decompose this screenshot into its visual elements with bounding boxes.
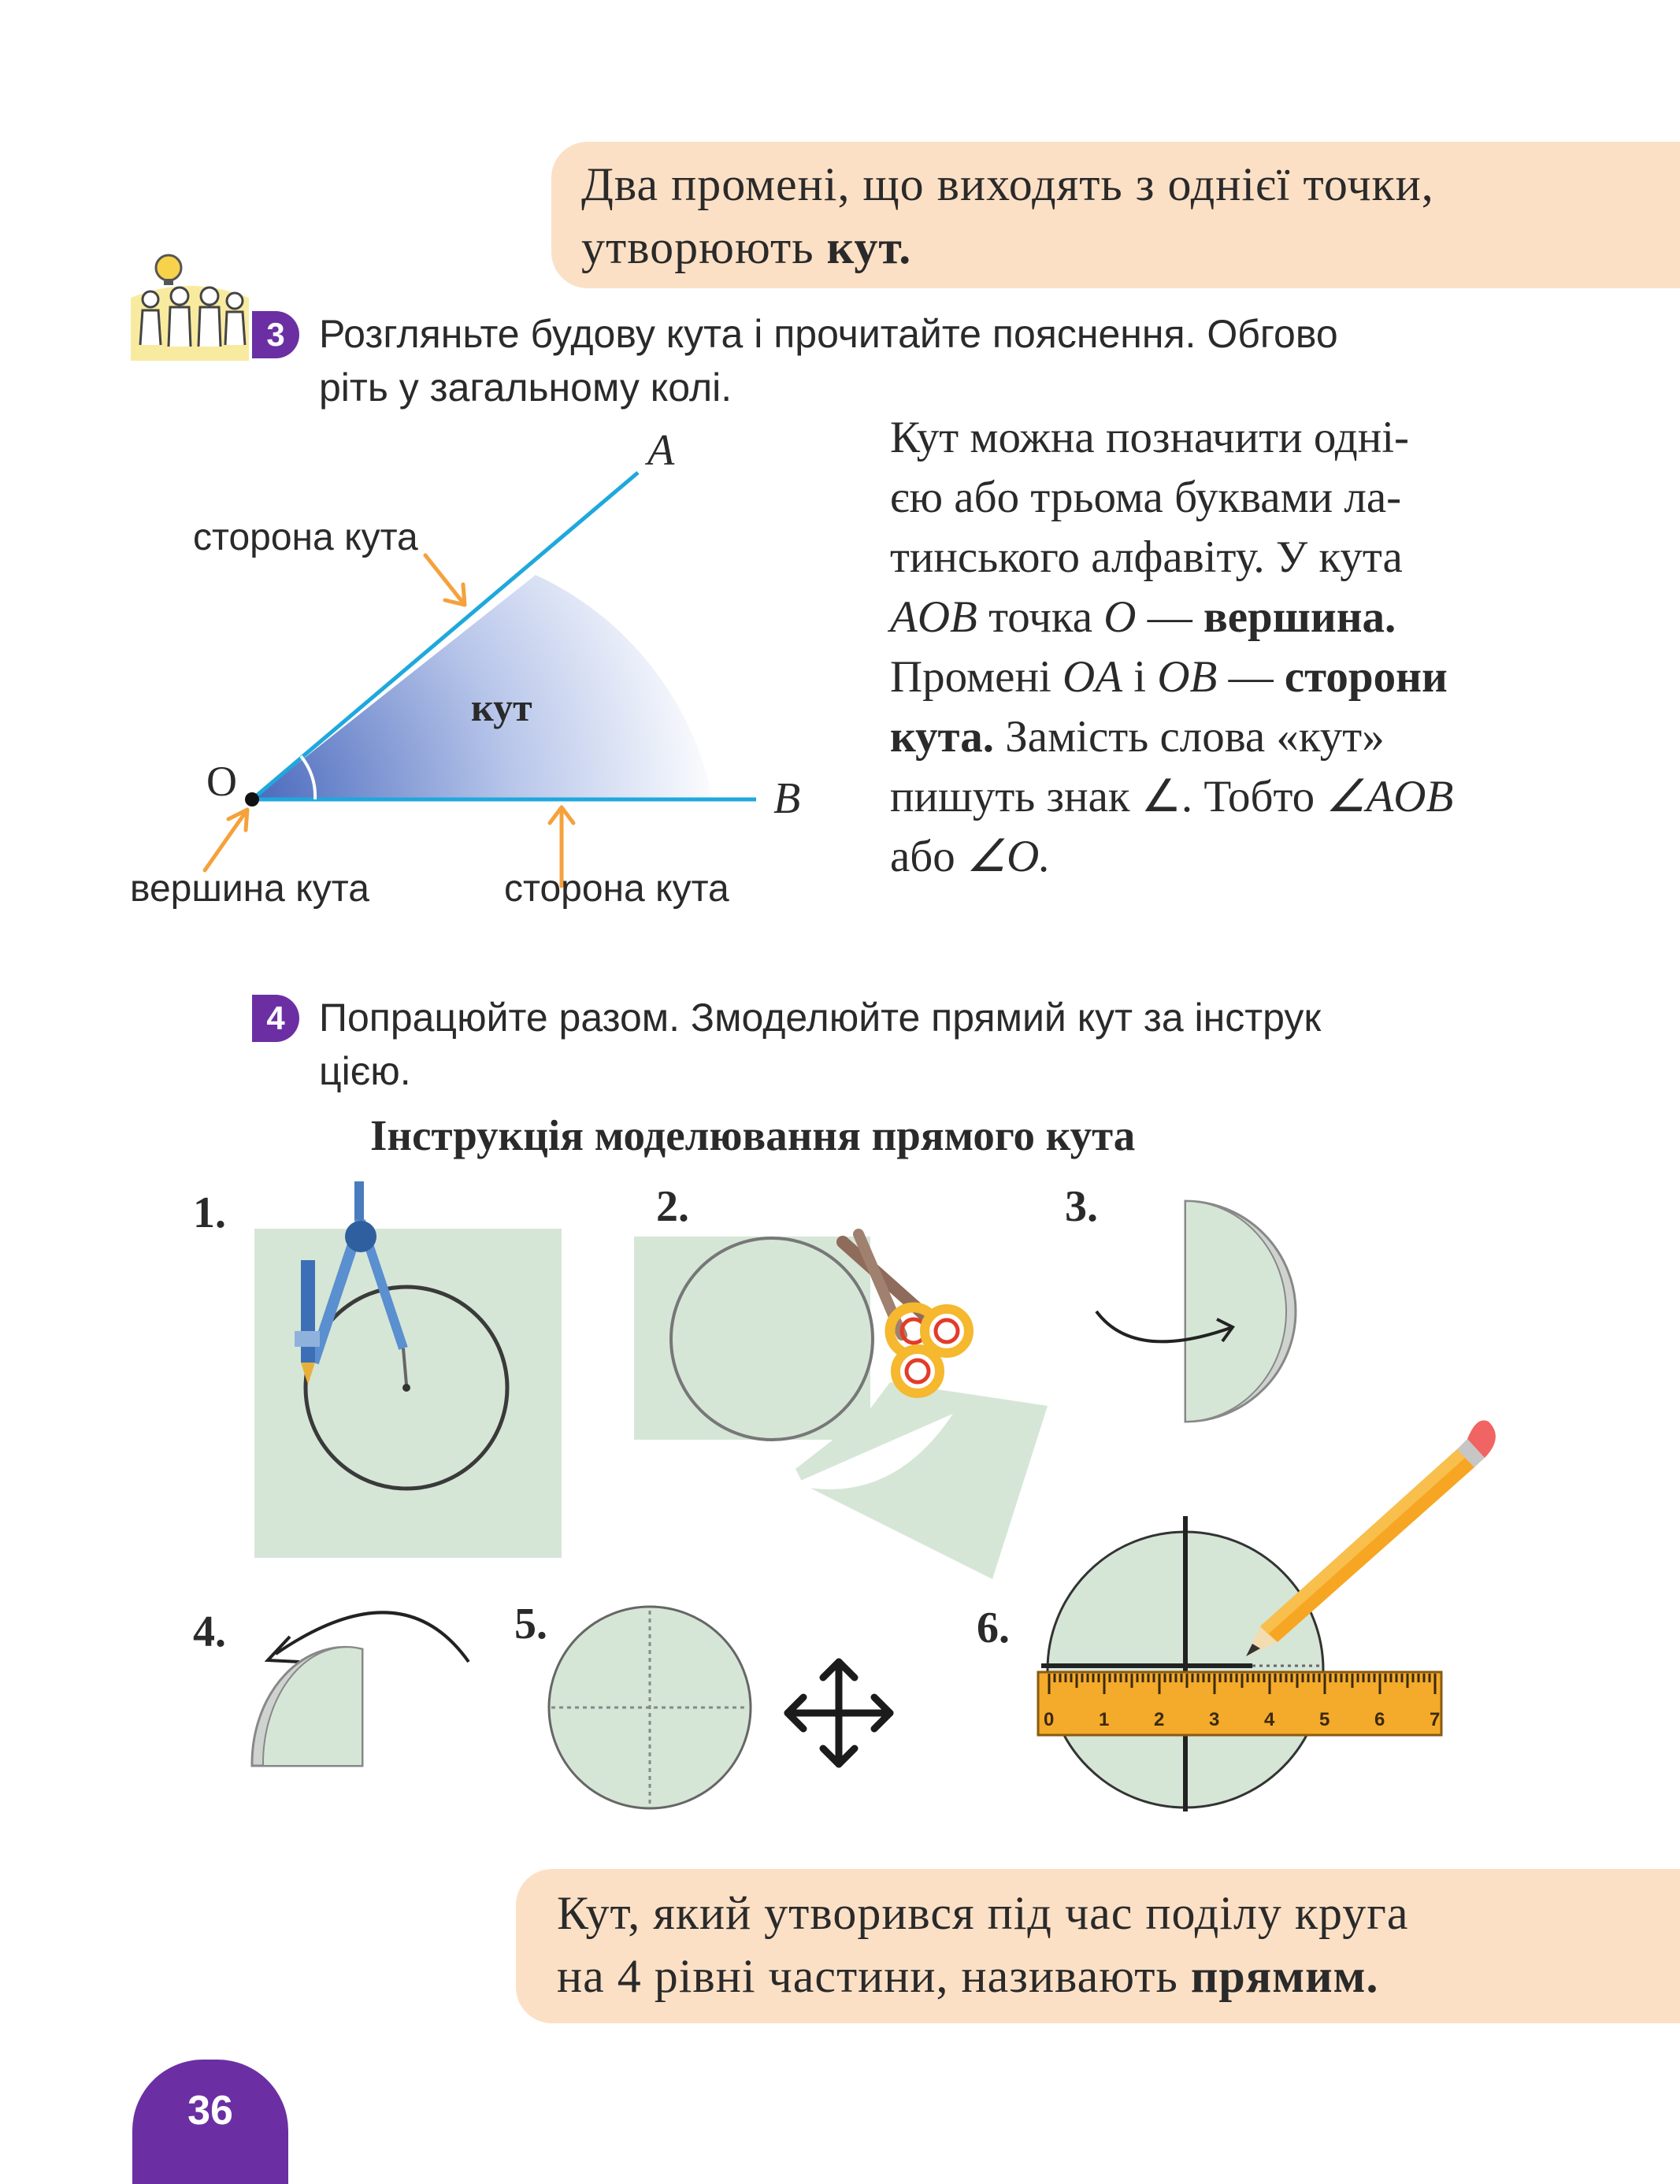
right-angle-line-2: на 4 рівні частини, називають xyxy=(557,1950,1191,2002)
fold-arrow-icon xyxy=(1095,1310,1233,1344)
ruler-mark-label: 4 xyxy=(1264,1709,1275,1730)
step-4-number: 4. xyxy=(193,1607,226,1656)
instruction-title: Інструкція моделювання прямого кута xyxy=(370,1111,1136,1159)
ray-oa xyxy=(250,471,640,801)
task-4-badge: 4 xyxy=(252,995,299,1042)
vertex-point xyxy=(245,792,259,806)
group-work-icon xyxy=(131,254,249,361)
side-arrow-bottom xyxy=(547,805,576,888)
step-2-number: 2. xyxy=(656,1182,689,1231)
side-label-bottom: сторона кута xyxy=(504,868,729,910)
fold-arrow-icon xyxy=(274,1611,470,1663)
point-b-label: B xyxy=(773,774,800,823)
definition-line-2: утворюють xyxy=(581,221,827,273)
angle-arc xyxy=(299,755,317,800)
definition-box: Два промені, що виходять з однієї точки,… xyxy=(551,142,1680,288)
task-3-line-1: Розгляньте будову кута і прочитайте пояс… xyxy=(319,312,1338,356)
task-3-line-2: ріть у загальному колі. xyxy=(319,365,732,410)
angle-label: кут xyxy=(471,685,532,729)
ruler-mark-label: 5 xyxy=(1319,1709,1330,1730)
ruler-mark-label: 7 xyxy=(1430,1709,1440,1730)
ruler-mark-label: 3 xyxy=(1209,1709,1219,1730)
explanation-paragraph: Кут можна позначити одні- єю або трьома … xyxy=(890,408,1559,887)
vertex-arrow xyxy=(202,807,250,873)
right-angle-box: Кут, який утворився під час поділу круга… xyxy=(516,1869,1680,2023)
step-1-illustration xyxy=(254,1181,562,1558)
ruler-ticks xyxy=(1048,1674,1437,1694)
step-4-illustration xyxy=(250,1611,470,1767)
explanation-line-3: тинського алфавіту. У кута xyxy=(890,532,1403,582)
explanation-line-1: Кут можна позначити одні- xyxy=(890,413,1410,462)
definition-term: кут. xyxy=(826,221,912,273)
page-number: 36 xyxy=(132,2060,288,2184)
side-label-top: сторона кута xyxy=(193,517,418,558)
explanation-line-7: пишуть знак ∠. Тобто ∠AOB xyxy=(890,772,1454,821)
compass-icon xyxy=(295,1181,410,1392)
task-4-line-1: Попрацюйте разом. Змоделюйте прямий кут … xyxy=(319,996,1322,1040)
step-6-number: 6. xyxy=(977,1604,1010,1652)
step-5-illustration xyxy=(547,1605,894,1810)
vertex-label: вершина кута xyxy=(130,868,369,910)
step-3-number: 3. xyxy=(1065,1182,1098,1231)
ruler-mark-label: 1 xyxy=(1099,1709,1109,1730)
right-angle-term: прямим. xyxy=(1190,1950,1379,2002)
point-a-label: A xyxy=(644,426,675,475)
explanation-line-4: AOB точка O — вершина. xyxy=(890,592,1396,642)
explanation-line-2: єю або трьома буквами ла- xyxy=(890,473,1402,522)
right-angle-line-1: Кут, який утворився під час поділу круга xyxy=(557,1887,1409,1939)
ruler-mark-label: 0 xyxy=(1044,1709,1054,1730)
ruler-icon: 0 1 2 3 4 5 6 7 xyxy=(1037,1670,1443,1737)
step-6-illustration: 0 1 2 3 4 5 6 7 xyxy=(1037,1420,1496,1811)
pencil-icon xyxy=(1246,1420,1496,1656)
step-2-illustration xyxy=(634,1229,1048,1579)
scissors-icon xyxy=(836,1229,974,1398)
step-3-illustration xyxy=(1095,1200,1297,1423)
step-5-number: 5. xyxy=(514,1600,547,1648)
task-4-line-2: цією. xyxy=(319,1049,411,1093)
definition-line-1: Два промені, що виходять з однієї точки, xyxy=(581,158,1434,210)
side-arrow-top xyxy=(423,553,467,607)
angle-fill xyxy=(252,575,713,799)
step-1-number: 1. xyxy=(193,1188,226,1237)
explanation-line-6: кута. Замість слова «кут» xyxy=(890,712,1385,762)
ruler-mark-label: 6 xyxy=(1374,1709,1385,1730)
explanation-line-8: або ∠O. xyxy=(890,832,1051,881)
explanation-line-5: Промені OA і OB — сторони xyxy=(890,652,1448,702)
move-icon xyxy=(784,1658,894,1768)
angle-diagram: A B O сторона кута кут вершина кута стор… xyxy=(130,426,800,910)
point-o-label: O xyxy=(206,758,237,805)
task-3-badge: 3 xyxy=(252,311,299,358)
ruler-mark-label: 2 xyxy=(1154,1709,1164,1730)
